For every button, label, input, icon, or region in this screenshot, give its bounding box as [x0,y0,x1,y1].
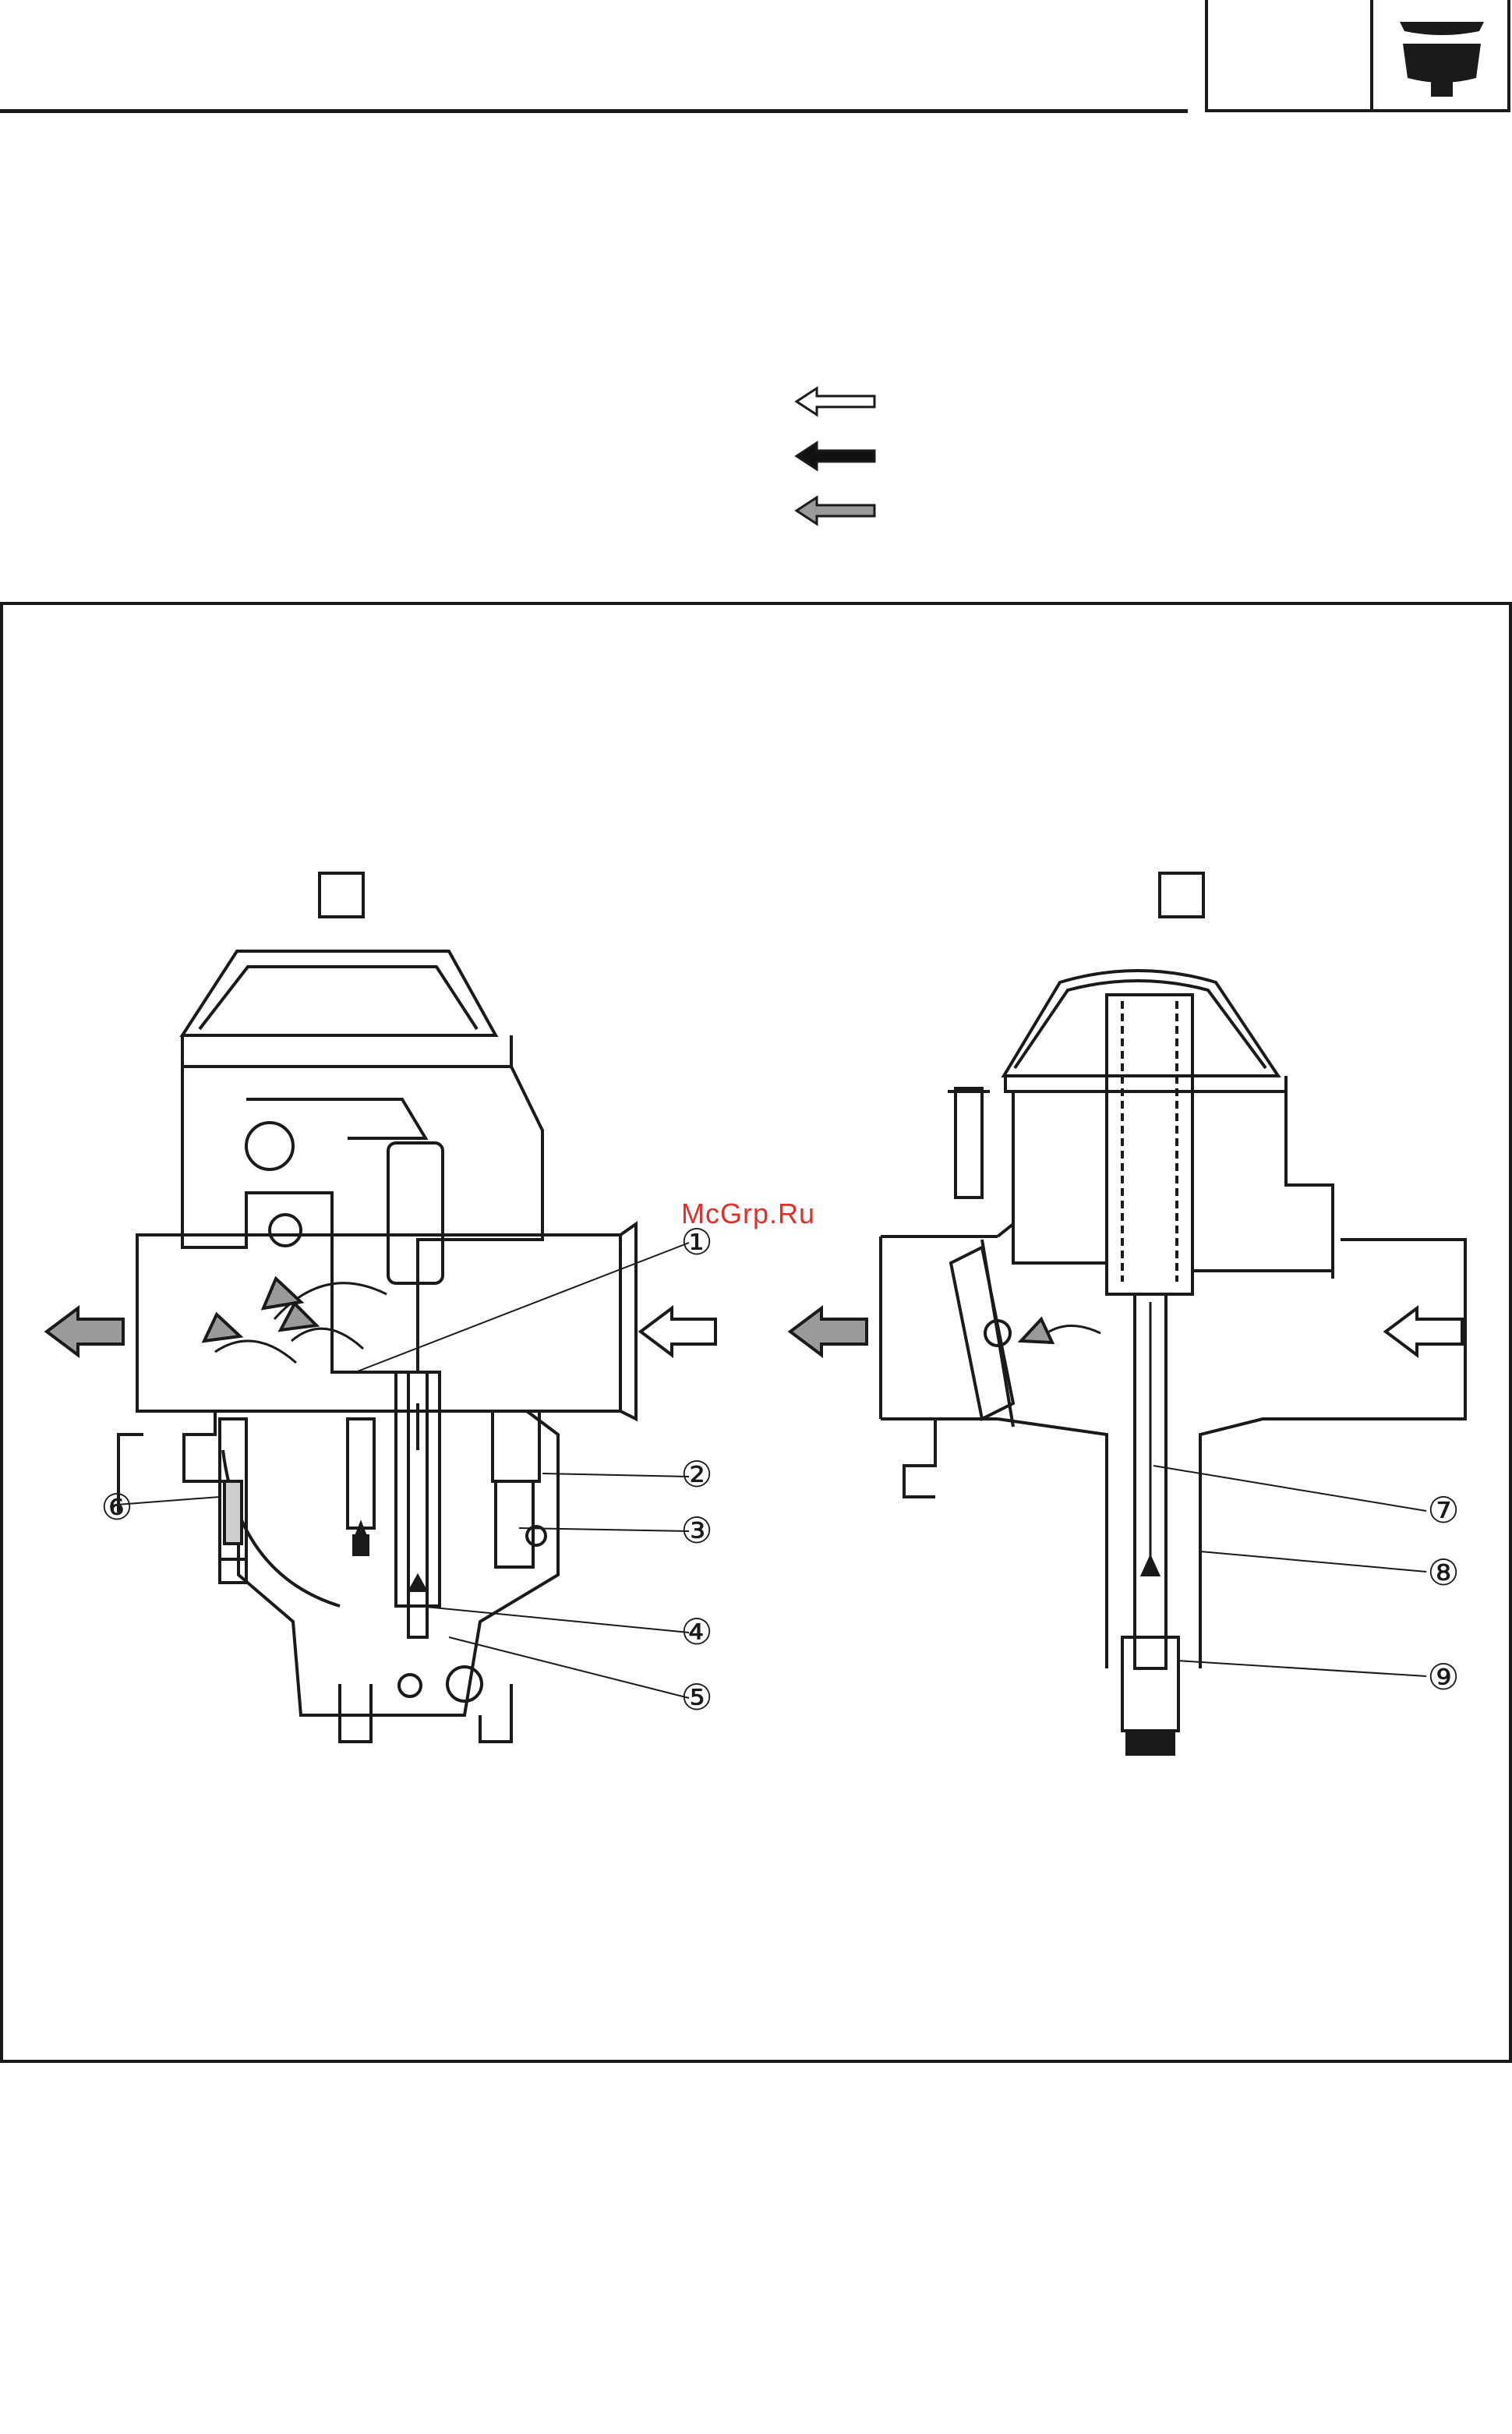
carburetor-diagram-left [44,936,730,1762]
callout-7: ⑦ [1423,1492,1464,1528]
watermark: McGrp.Ru [681,1198,815,1230]
legend-arrow-outline [797,388,874,415]
view-b-label-box [1158,872,1205,918]
header-box-divider [1370,0,1373,109]
flow-legend [793,382,879,530]
callout-6: ⑥ [97,1489,137,1525]
legend-arrow-solid [797,443,874,469]
callout-3: ③ [677,1512,717,1548]
header-rule [0,109,1188,113]
callout-4: ④ [677,1614,717,1650]
view-a-label-box [318,872,365,918]
callout-8: ⑧ [1423,1555,1464,1590]
carburetor-icon [1395,17,1489,103]
carburetor-diagram-right [779,936,1481,1762]
legend-arrow-shaded [797,497,874,524]
callout-5: ⑤ [677,1679,717,1715]
callout-2: ② [677,1456,717,1492]
callout-9: ⑨ [1423,1659,1464,1695]
